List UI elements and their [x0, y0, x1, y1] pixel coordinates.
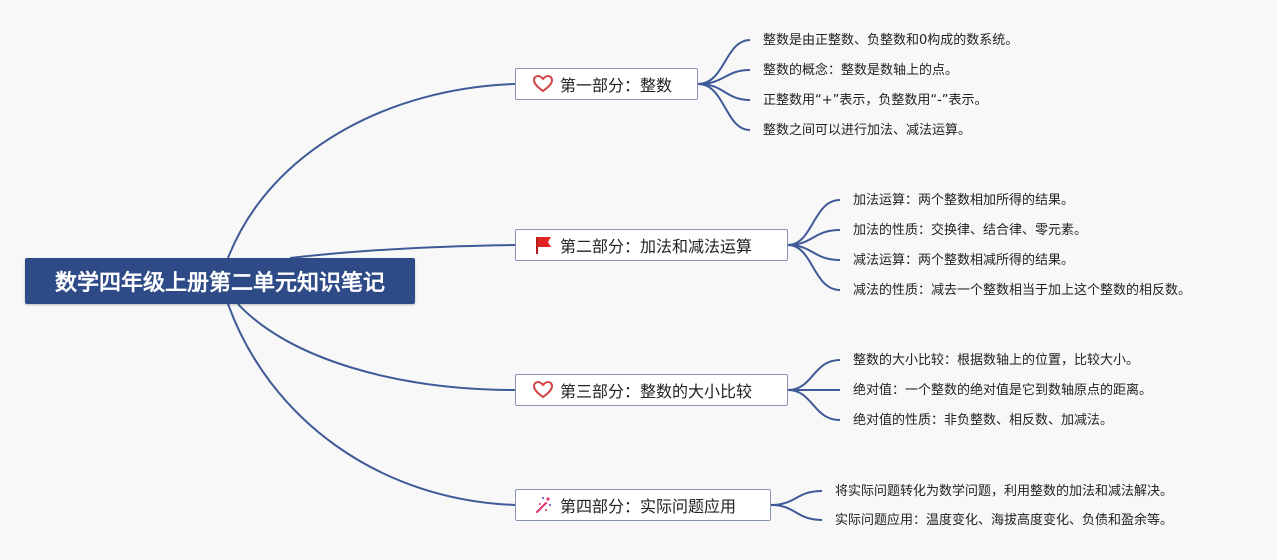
- leaf-b2-1[interactable]: 加法运算：两个整数相加所得的结果。: [853, 193, 1075, 208]
- branch-label: 第一部分：整数: [560, 76, 673, 95]
- branch-label: 第二部分：加法和减法运算: [560, 237, 753, 256]
- connector-b3-leaf-1: [787, 359, 841, 391]
- leaf-b2-4[interactable]: 减法的性质：减去一个整数相当于加上这个整数的相反数。: [853, 283, 1192, 298]
- branch-part-3[interactable]: 第三部分：整数的大小比较: [515, 374, 788, 406]
- connector-b3-leaf-3: [787, 389, 841, 421]
- heart-icon: [532, 379, 554, 401]
- leaf-b1-3[interactable]: 正整数用“+”表示，负整数用“-”表示。: [763, 93, 988, 108]
- branch-label: 第四部分：实际问题应用: [560, 497, 737, 516]
- root-topic[interactable]: 数学四年级上册第二单元知识笔记: [25, 258, 415, 304]
- branch-part-2[interactable]: 第二部分：加法和减法运算: [515, 229, 788, 261]
- heart-icon: [532, 73, 554, 95]
- sparkle-icon: [532, 494, 554, 516]
- leaf-b1-4[interactable]: 整数之间可以进行加法、减法运算。: [763, 123, 972, 138]
- branch-part-1[interactable]: 第一部分：整数: [515, 68, 698, 100]
- connector-root-branch-3: [237, 303, 516, 391]
- connector-b2-leaf-4: [787, 244, 841, 291]
- leaf-b3-1[interactable]: 整数的大小比较：根据数轴上的位置，比较大小。: [853, 353, 1140, 368]
- leaf-b1-2[interactable]: 整数的概念：整数是数轴上的点。: [763, 63, 959, 78]
- connector-b4-leaf-1: [770, 490, 823, 506]
- leaf-b1-1[interactable]: 整数是由正整数、负整数和0构成的数系统。: [763, 33, 1019, 48]
- connector-b4-leaf-2: [770, 504, 823, 521]
- branch-part-4[interactable]: 第四部分：实际问题应用: [515, 489, 771, 521]
- connector-root-branch-1: [227, 83, 516, 259]
- connector-root-branch-4: [227, 303, 516, 506]
- root-title: 数学四年级上册第二单元知识笔记: [54, 271, 385, 296]
- leaf-b4-2[interactable]: 实际问题应用：温度变化、海拔高度变化、负债和盈余等。: [835, 513, 1174, 528]
- connector-b1-leaf-4: [697, 83, 751, 131]
- leaf-b3-2[interactable]: 绝对值：一个整数的绝对值是它到数轴原点的距离。: [853, 383, 1153, 398]
- red-flag-icon: [532, 234, 554, 256]
- leaf-b2-3[interactable]: 减法运算：两个整数相减所得的结果。: [853, 253, 1075, 268]
- connector-b2-leaf-1: [787, 199, 841, 246]
- leaf-b2-2[interactable]: 加法的性质：交换律、结合律、零元素。: [853, 223, 1088, 238]
- leaf-b3-3[interactable]: 绝对值的性质：非负整数、相反数、加减法。: [853, 413, 1114, 428]
- branch-label: 第三部分：整数的大小比较: [560, 382, 753, 401]
- leaf-b4-1[interactable]: 将实际问题转化为数学问题，利用整数的加法和减法解决。: [835, 484, 1174, 499]
- connector-root-branch-2: [289, 244, 516, 259]
